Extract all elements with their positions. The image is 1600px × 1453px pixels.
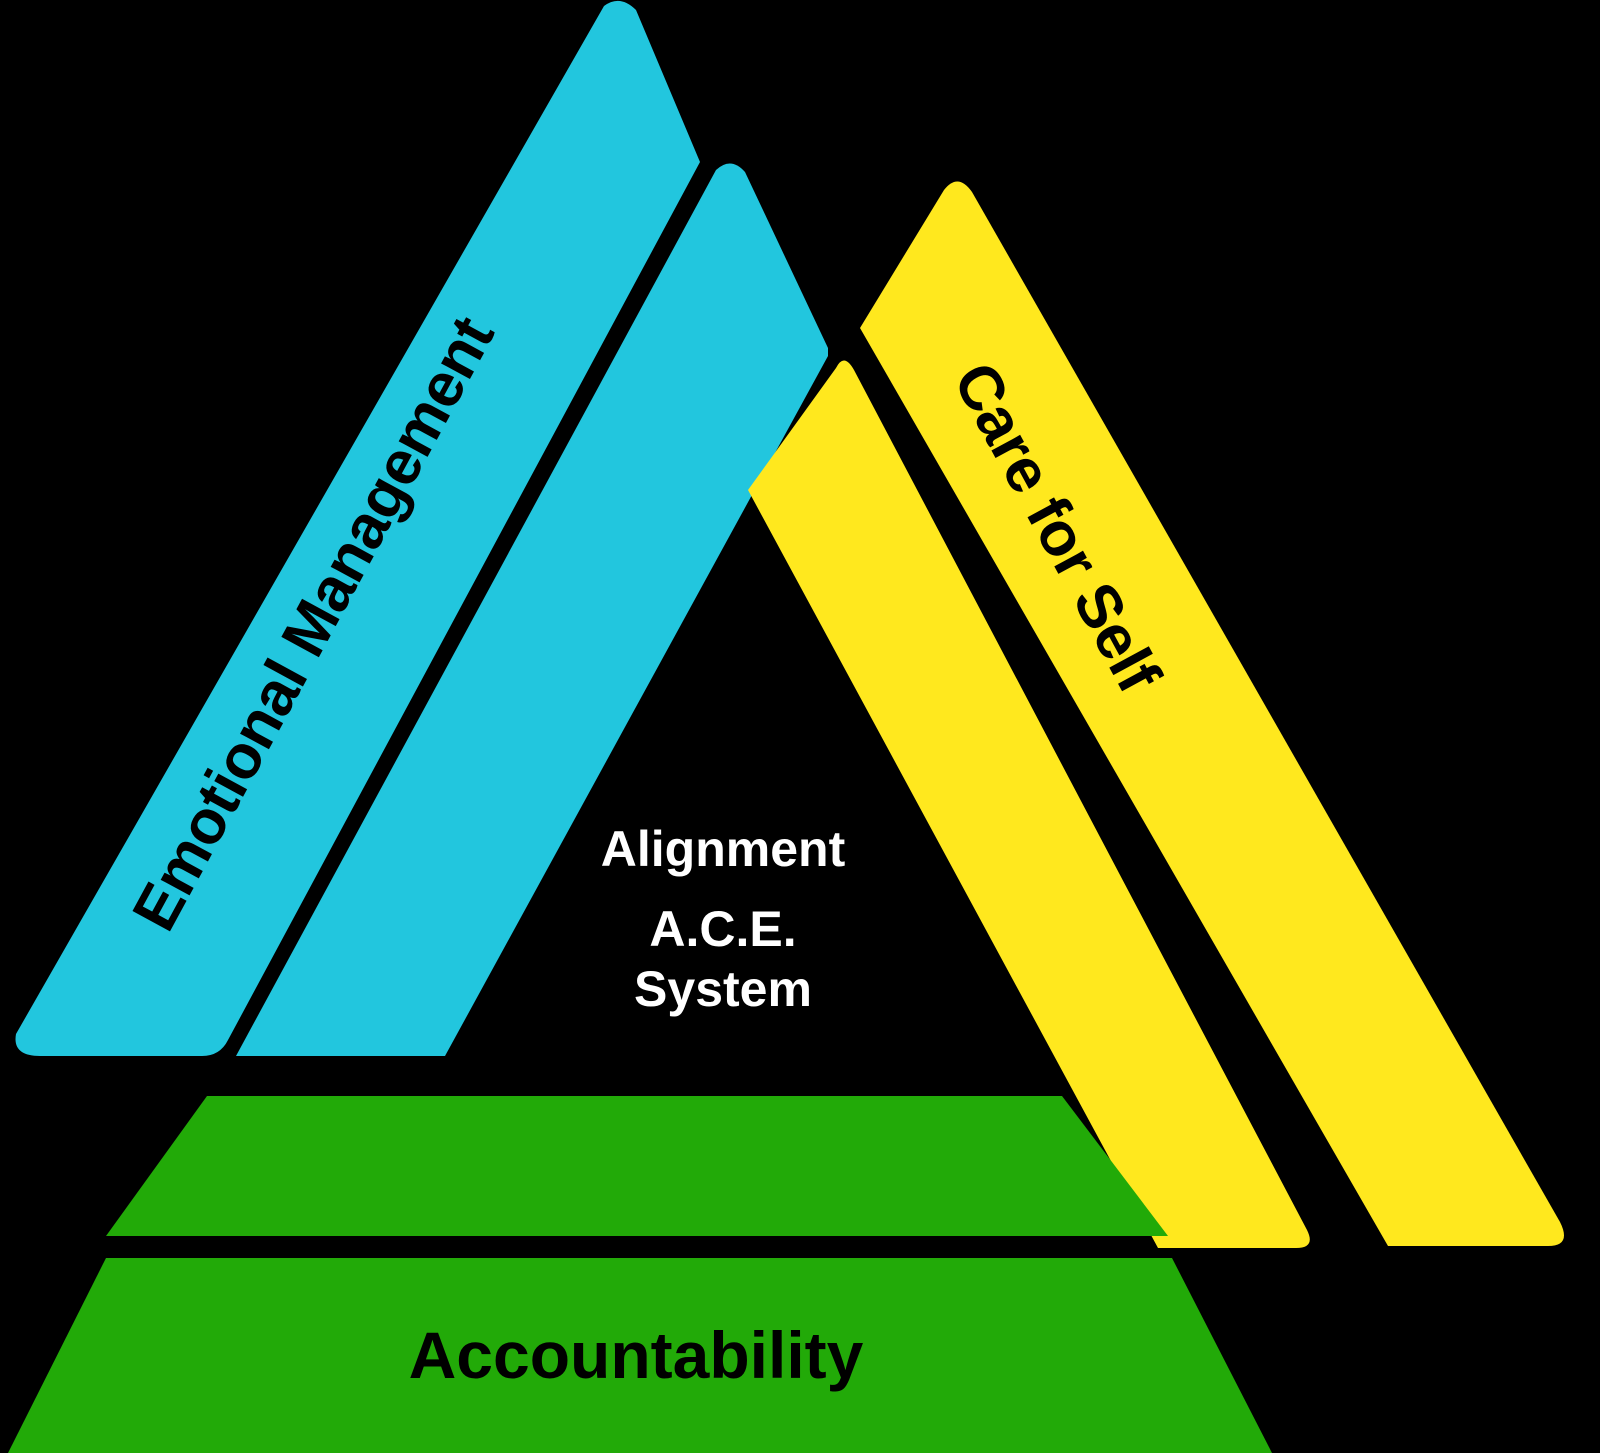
bar-accountability-upper[interactable] [106, 1096, 1168, 1236]
center-label-line-3: System [634, 961, 812, 1017]
center-label-line-1: Alignment [601, 821, 846, 877]
bar-care-for-self-inner[interactable] [748, 360, 1310, 1248]
center-label-line-2: A.C.E. [649, 901, 796, 957]
bar-emotional-management-outer[interactable] [15, 0, 701, 1056]
bar-care-for-self-outer[interactable] [860, 181, 1564, 1247]
bar-accountability-lower[interactable] [8, 1258, 1272, 1453]
label-accountability: Accountability [409, 1318, 864, 1392]
bar-emotional-management-inner[interactable] [236, 163, 828, 1056]
